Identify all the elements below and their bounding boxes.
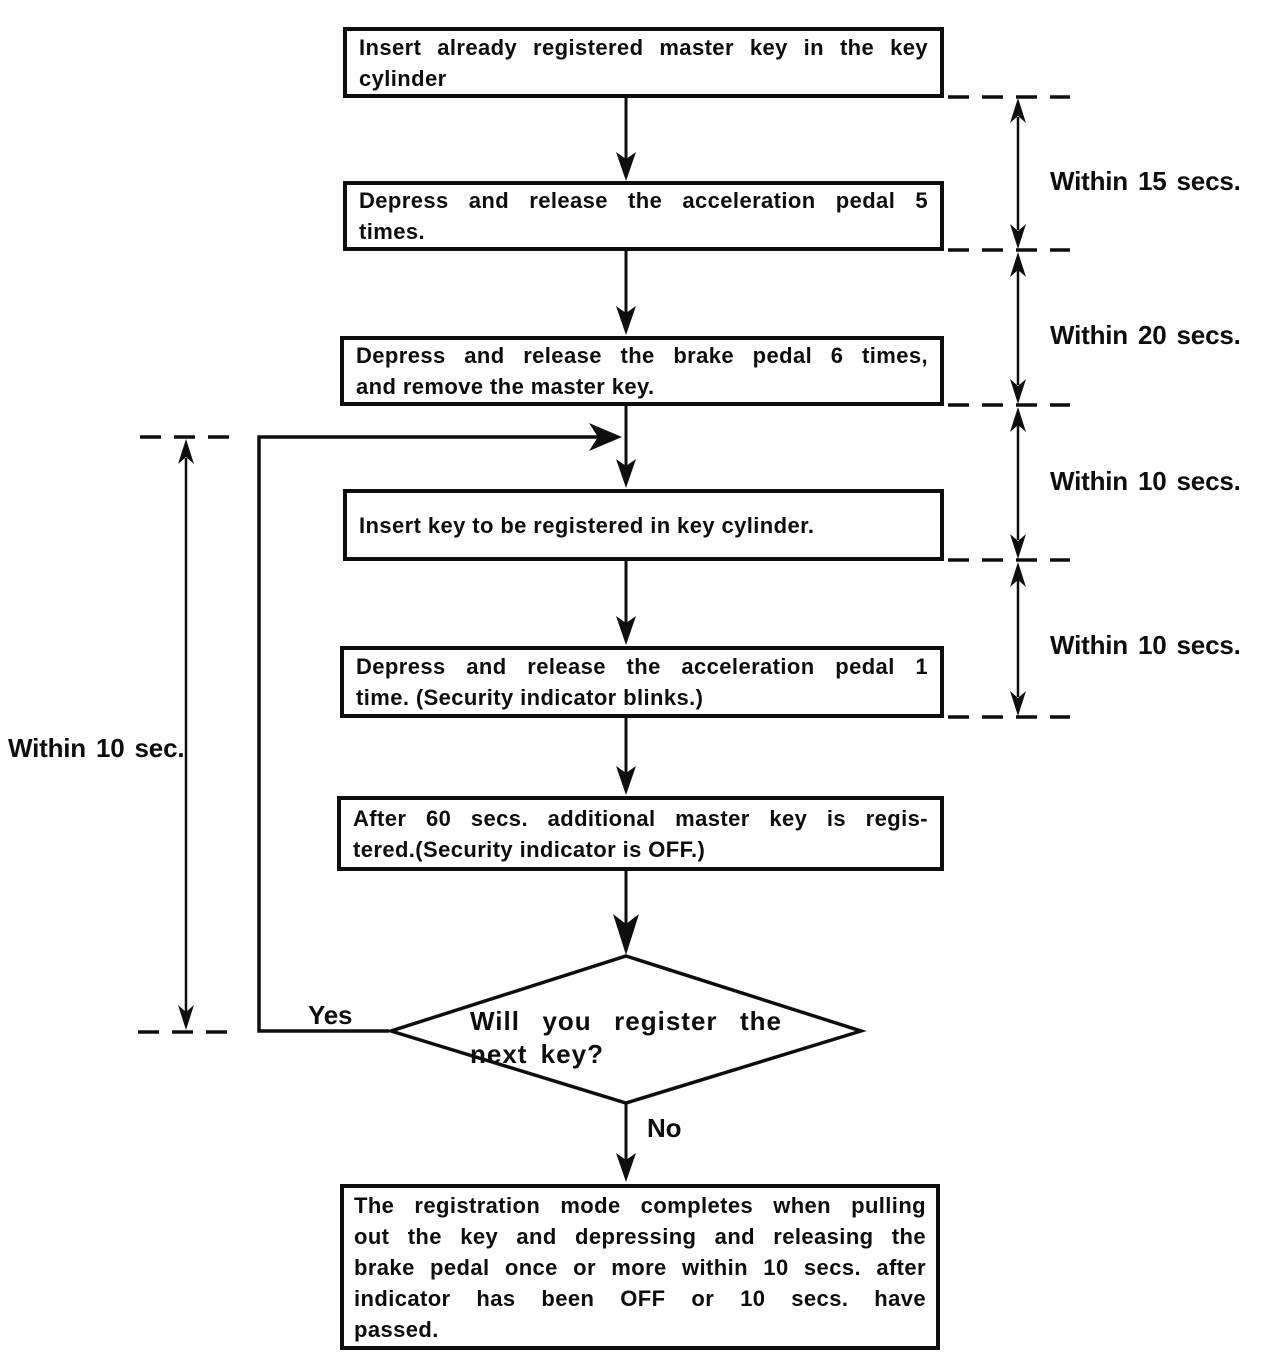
step-box-accel-pedal-5-times: Depress and release the acceleration ped…	[343, 181, 944, 251]
arrowhead-final	[616, 1153, 636, 1182]
step-box-insert-new-key: Insert key to be registered in key cylin…	[343, 489, 944, 561]
step-box-insert-master-key: Insert already registered master key in …	[343, 27, 944, 98]
arrowhead-step2	[616, 152, 636, 181]
measure-r3-down	[1010, 534, 1026, 559]
measure-r1-up	[1010, 98, 1026, 123]
arrowhead-step4	[616, 459, 636, 488]
timing-label-20-secs: Within 20 secs.	[1050, 320, 1241, 350]
measure-left-down-tip	[178, 1005, 194, 1030]
timing-dashes-right	[948, 95, 1070, 719]
final-box-registration-complete: The registration mode completes when pul…	[340, 1184, 940, 1350]
timing-label-10-secs-b: Within 10 secs.	[1050, 630, 1241, 660]
timing-label-left-10-sec: Within 10 sec.	[8, 733, 185, 763]
measure-r1-down	[1010, 224, 1026, 249]
decision-diamond	[385, 954, 867, 1105]
arrowhead-step3	[616, 306, 636, 335]
measure-left-up-tip	[178, 439, 194, 464]
yes-branch-label: Yes	[308, 1000, 353, 1030]
measure-r2-up	[1010, 252, 1026, 277]
measure-r2-down	[1010, 379, 1026, 404]
feedback-line	[257, 435, 600, 1033]
measure-r4-down	[1010, 691, 1026, 716]
measure-r3-up	[1010, 407, 1026, 432]
arrowhead-step6	[616, 766, 636, 795]
step-box-key-registered: After 60 secs. additional master key is …	[337, 796, 944, 871]
feedback-arrowhead	[589, 423, 622, 451]
arrowhead-step5	[616, 616, 636, 645]
step-box-brake-pedal-6-times: Depress and release the brake pedal 6 ti…	[340, 336, 944, 406]
measure-r4-up	[1010, 562, 1026, 587]
timing-label-10-secs-a: Within 10 secs.	[1050, 466, 1241, 496]
step-box-accel-pedal-1-time: Depress and release the acceleration ped…	[340, 646, 944, 718]
timing-label-15-secs: Within 15 secs.	[1050, 166, 1241, 196]
arrowhead-decision	[613, 914, 639, 955]
timing-dashes-left	[138, 435, 236, 1034]
no-branch-label: No	[647, 1113, 682, 1143]
